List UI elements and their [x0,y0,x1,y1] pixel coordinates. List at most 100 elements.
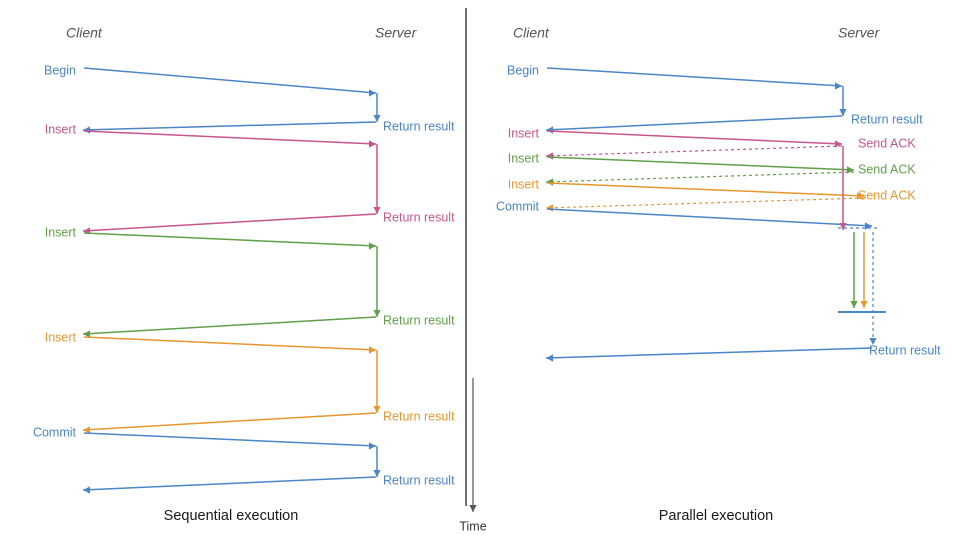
parallel-begin-process [839,86,847,116]
sequential-server-label-0: Return result [383,119,455,133]
parallel-commit-request-line [546,208,873,227]
sequential-client-label-1: Insert [45,122,77,136]
sequential-insert1-response [82,213,377,235]
parallel-insert2-ack-line [545,171,855,183]
parallel-client-label-0: Begin [507,63,539,77]
sequential-insert2-request [83,232,377,250]
sequential-server-label-1: Return result [383,210,455,224]
sequential-caption: Sequential execution [164,508,299,524]
sequential-insert1-request-line [83,130,377,145]
parallel-begin-request-arrowhead [835,82,842,90]
sequential-commit-request [83,432,377,450]
parallel-insert1-request [546,130,843,148]
sequential-client-label-3: Insert [45,330,77,344]
parallel-insert3-ack [545,197,865,212]
sequential-commit-request-line [83,432,377,447]
parallel-client-label-4: Commit [496,199,540,213]
parallel-insert2-request [546,156,855,174]
time-axis-label: Time [459,519,486,533]
parallel-insert1-work [839,146,847,230]
sequential-insert2-process-arrowhead [373,310,381,317]
parallel-server-label-4: Return result [869,343,941,357]
sequential-insert3-process-arrowhead [373,406,381,413]
parallel-begin-response [545,115,843,134]
parallel-begin-response-line [545,115,843,131]
sequential-insert1-process [373,144,381,214]
parallel-commit-request [546,208,873,230]
sequential-insert3-request-line [83,336,377,351]
sequential-insert1-process-arrowhead [373,207,381,214]
sequential-commit-process-arrowhead [373,470,381,477]
parallel-insert1-request-line [546,130,843,145]
parallel-begin-request [546,67,843,90]
sequential-insert3-request [83,336,377,354]
parallel-commit-response-arrowhead [546,354,553,362]
parallel-insert3-work [860,232,868,308]
sequential-commit-request-arrowhead [369,442,376,450]
sequential-begin-response [82,121,377,134]
parallel-insert2-work [850,232,858,308]
sequential-insert2-request-line [83,232,377,247]
parallel-begin-process-arrowhead [839,109,847,116]
sequential-insert2-process [373,246,381,317]
parallel-client-label-1: Insert [508,126,540,140]
parallel-server-actor-label: Server [838,25,881,41]
parallel-insert2-ack [545,171,855,186]
sequential-insert1-response-line [82,213,377,232]
parallel-caption: Parallel execution [659,508,773,524]
parallel-insert2-request-arrowhead [847,166,854,174]
parallel-server-label-0: Return result [851,112,923,126]
parallel-insert3-ack-line [545,197,865,209]
parallel-insert1-ack [545,145,843,160]
parallel-client-label-3: Insert [508,177,540,191]
sequential-insert2-response-arrowhead [83,330,90,338]
parallel-commit-response-line [545,347,873,359]
parallel-insert3-request-arrowhead [857,192,864,200]
sequential-insert3-request-arrowhead [369,346,376,354]
sequential-server-label-2: Return result [383,313,455,327]
sequential-begin-request-arrowhead [369,89,376,97]
sequential-insert1-request-arrowhead [369,140,376,148]
sequential-insert2-request-arrowhead [369,242,376,250]
parallel-commit-wait-arrowhead [869,338,877,345]
sequential-client-label-4: Commit [33,425,77,439]
parallel-begin-request-line [546,67,843,87]
sequential-commit-response [82,476,377,494]
sequential-commit-response-arrowhead [83,486,90,494]
parallel-commit-request-arrowhead [865,222,872,230]
sequential-begin-request [83,67,377,97]
parallel-insert1-work-arrowhead [839,223,847,230]
sequential-server-label-3: Return result [383,409,455,423]
parallel-insert1-request-arrowhead [835,140,842,148]
parallel-server-label-2: Send ACK [858,162,916,176]
sequential-server-actor-label: Server [375,25,418,41]
time-axis-arrowhead [469,505,477,512]
sequential-begin-request-line [83,67,377,94]
parallel-insert3-request-line [546,182,865,197]
sequential-insert3-response [82,412,377,434]
parallel-insert2-ack-arrowhead [546,178,553,186]
parallel-client-label-2: Insert [508,151,540,165]
sequential-server-label-4: Return result [383,473,455,487]
parallel-server-label-1: Send ACK [858,136,916,150]
parallel-server-label-3: Send ACK [858,188,916,202]
parallel-insert3-request [546,182,865,200]
parallel-insert1-ack-arrowhead [546,152,553,160]
sequential-client-label-0: Begin [44,63,76,77]
parallel-insert3-work-arrowhead [860,301,868,308]
parallel-begin-response-arrowhead [546,126,553,134]
sequential-client-actor-label: Client [66,25,103,41]
parallel-insert1-ack-line [545,145,843,157]
sequential-begin-response-line [82,121,377,131]
parallel-client-actor-label: Client [513,25,550,41]
sequential-insert3-response-line [82,412,377,431]
sequential-insert3-response-arrowhead [83,426,90,434]
parallel-commit-response [545,347,873,362]
parallel-commit-wait [869,232,877,345]
sequential-insert1-request [83,130,377,148]
sequential-begin-process [373,93,381,122]
sequential-commit-process [373,446,381,477]
